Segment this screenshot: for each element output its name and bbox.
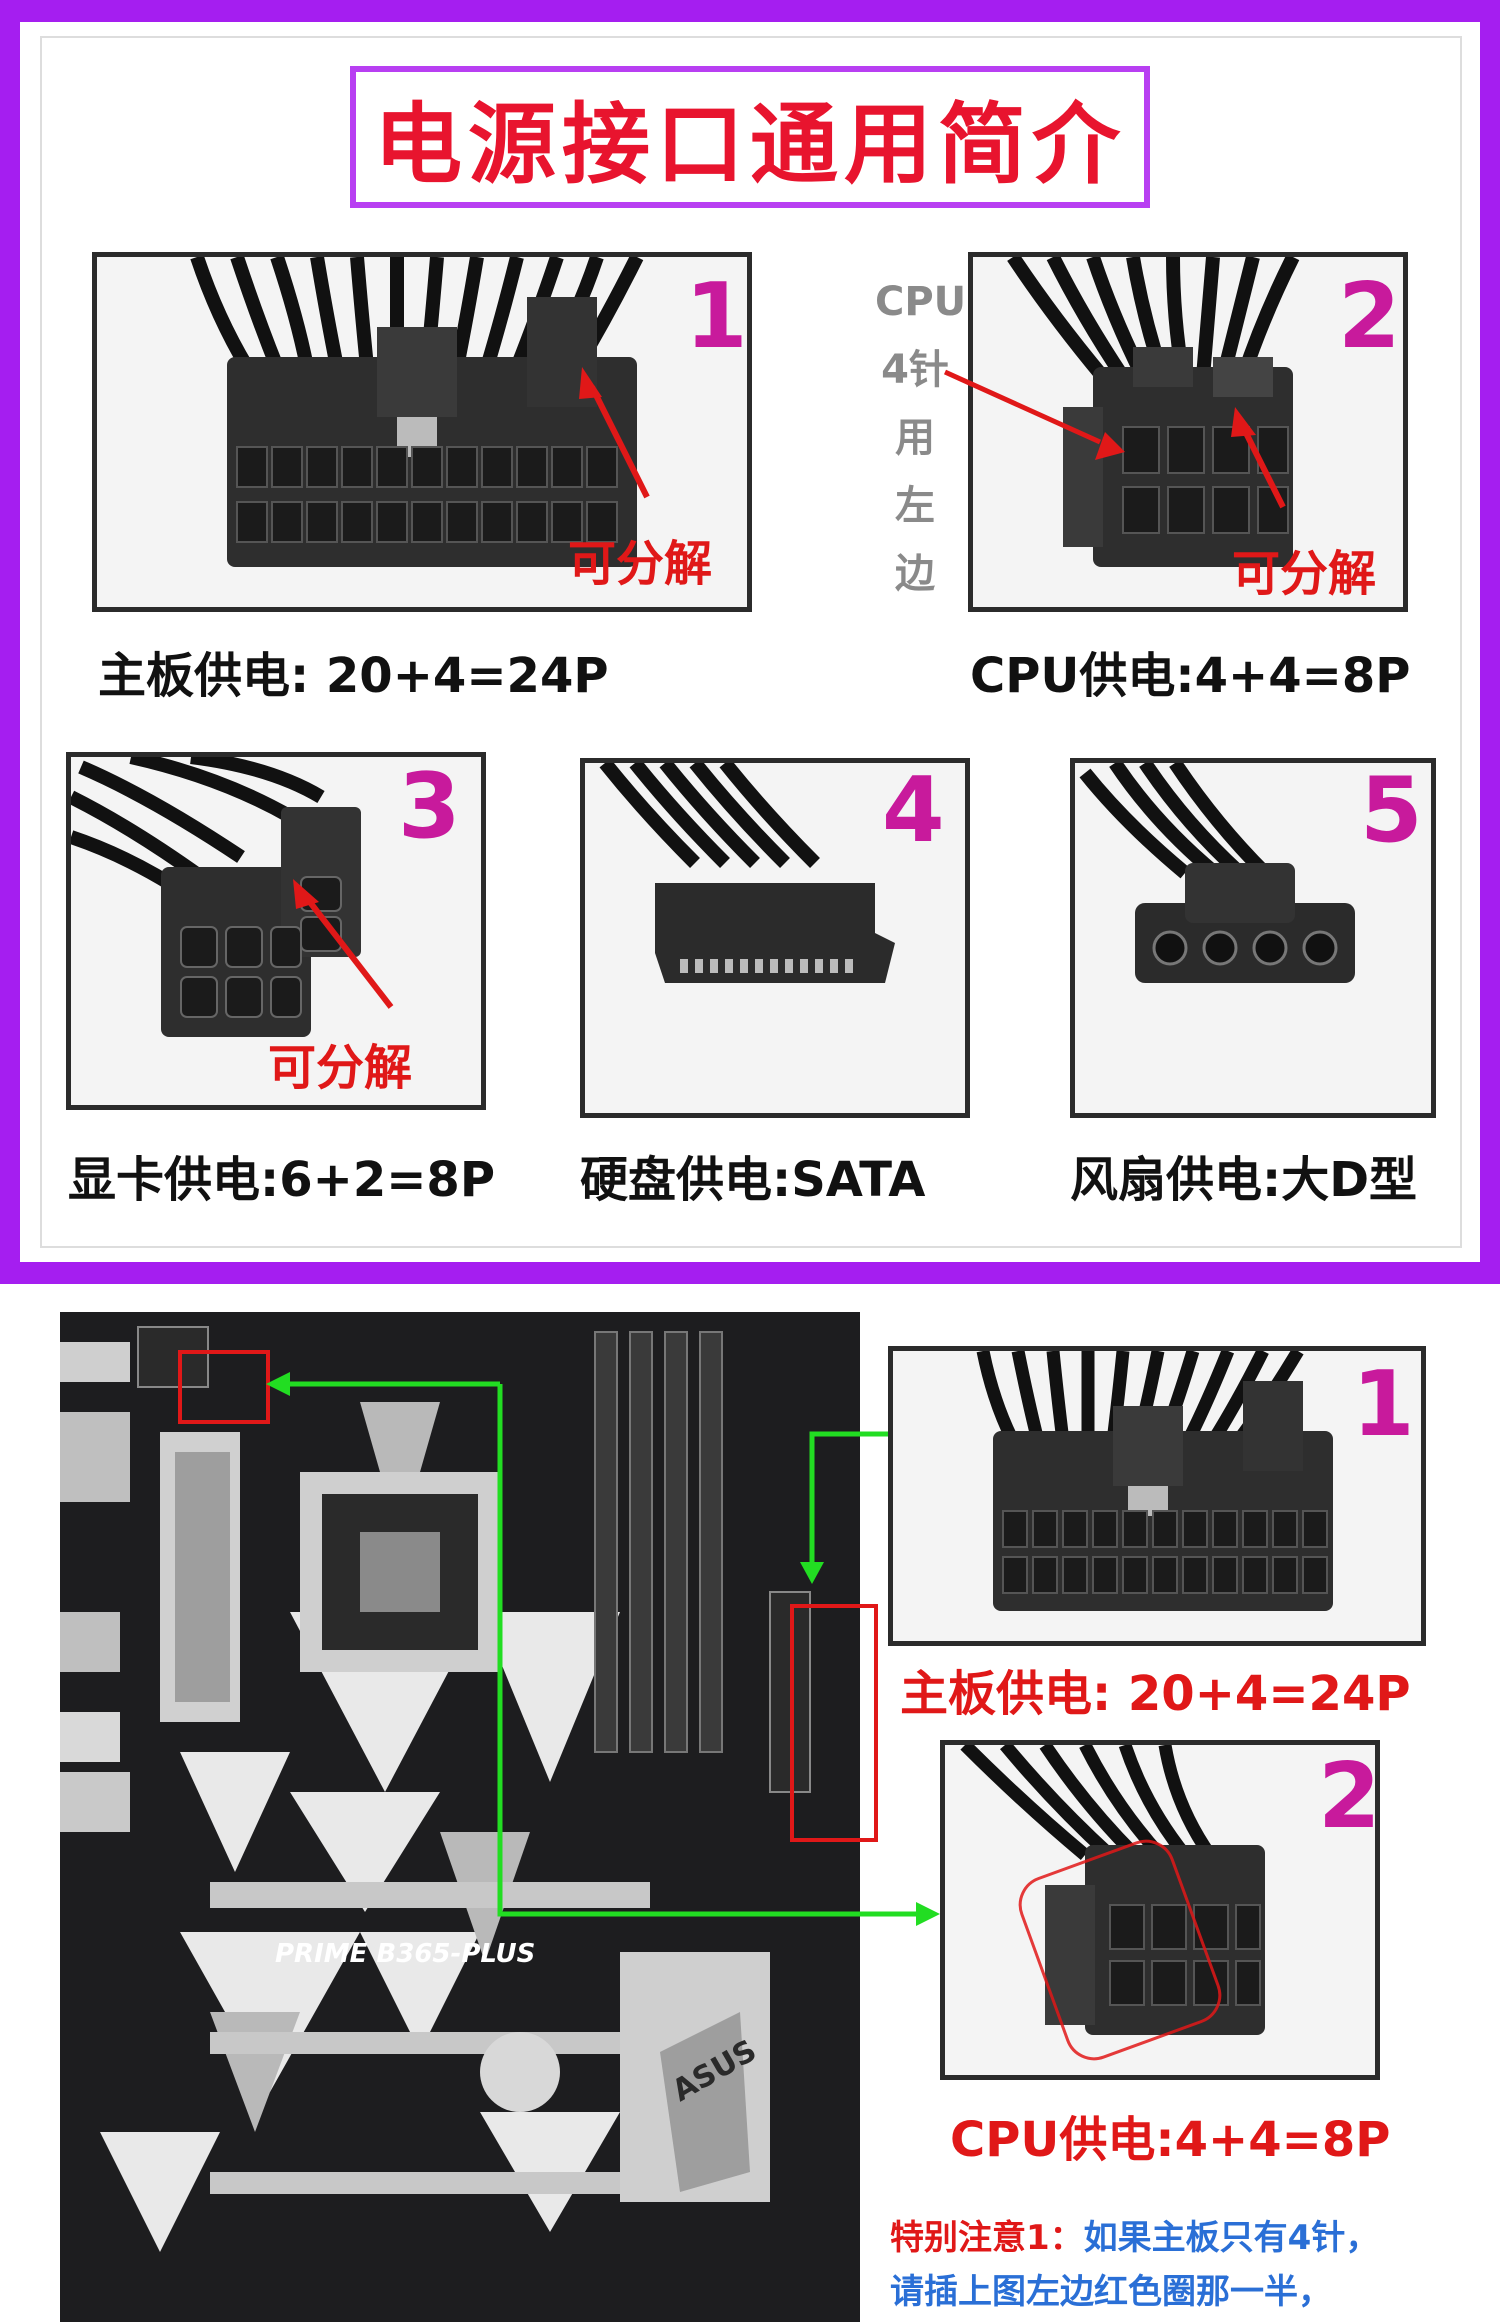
detachable-label-3: 可分解 xyxy=(268,1040,413,1096)
cpu-side-label-3: 左 xyxy=(895,483,935,529)
cpu-side-label-0: CPU xyxy=(875,279,967,325)
item-number-5: 5 xyxy=(1360,758,1423,863)
connector-photo-gpu xyxy=(66,752,486,1110)
connector-molex-drawing xyxy=(1079,763,1355,983)
caption-cpu: CPU供电:4+4=8P xyxy=(970,648,1411,704)
bottom-caption-24p: 主板供电: 20+4=24P xyxy=(900,1666,1411,1722)
cpu-side-label-2: 用 xyxy=(895,415,935,461)
item-number-4: 4 xyxy=(882,758,945,863)
bottom-connector-cpu-drawing xyxy=(960,1745,1265,2061)
bottom-connector-24p-drawing xyxy=(976,1351,1333,1611)
detachable-label-2: 可分解 xyxy=(1232,546,1377,602)
bottom-caption-cpu: CPU供电:4+4=8P xyxy=(950,2112,1391,2168)
connector-photo-sata xyxy=(580,758,970,1118)
item-number-2: 2 xyxy=(1338,264,1401,369)
special-note-line1: 特别注意1：如果主板只有4针， xyxy=(890,2210,1379,2259)
special-note-line2: 请插上图左边红色圈那一半， xyxy=(890,2264,1332,2313)
detachable-label-1: 可分解 xyxy=(568,536,713,592)
intro-frame xyxy=(40,36,1462,1248)
page-title: 电源接口通用简介 xyxy=(373,92,1126,196)
connector-gpu-drawing xyxy=(71,757,394,1037)
item-number-1: 1 xyxy=(685,264,748,369)
caption-sata: 硬盘供电:SATA xyxy=(580,1152,926,1208)
caption-molex: 风扇供电:大D型 xyxy=(1070,1152,1418,1208)
intro-panel: 电源接口通用简介 xyxy=(20,22,1480,1262)
connector-photo-molex xyxy=(1070,758,1436,1118)
title-box: 电源接口通用简介 xyxy=(350,66,1150,208)
special-note-label: 特别注意1： xyxy=(890,2218,1084,2258)
connector-photo-24p xyxy=(92,252,752,612)
connector-24p-drawing xyxy=(190,257,650,567)
motherboard-drawing: PRIME B365-PLUS ASUS xyxy=(60,1312,860,2322)
board-model-text: PRIME B365-PLUS xyxy=(275,1939,535,1969)
cpu-header-highlight xyxy=(178,1350,270,1424)
atx-header-highlight xyxy=(790,1604,878,1842)
caption-24p: 主板供电: 20+4=24P xyxy=(98,648,609,704)
special-note-text2: 请插上图左边红色圈那一半， xyxy=(890,2272,1332,2312)
caption-gpu: 显卡供电:6+2=8P xyxy=(68,1152,496,1208)
bottom-connector-photo-cpu xyxy=(940,1740,1380,2080)
bottom-item-number-2: 2 xyxy=(1318,1744,1381,1849)
motherboard-panel: PRIME B365-PLUS ASUS xyxy=(0,1284,1500,2322)
connector-sata-drawing xyxy=(599,763,895,983)
cpu-side-label-4: 边 xyxy=(895,551,935,597)
motherboard-image: PRIME B365-PLUS ASUS xyxy=(60,1312,860,2322)
cpu-side-label-1: 4针 xyxy=(881,347,949,393)
bottom-connector-photo-24p xyxy=(888,1346,1426,1646)
bottom-item-number-1: 1 xyxy=(1352,1352,1415,1457)
item-number-3: 3 xyxy=(398,754,461,859)
special-note-text1: 如果主板只有4针， xyxy=(1083,2218,1380,2258)
cpu-side-label: CPU 4针 用 左 边 xyxy=(875,268,967,608)
